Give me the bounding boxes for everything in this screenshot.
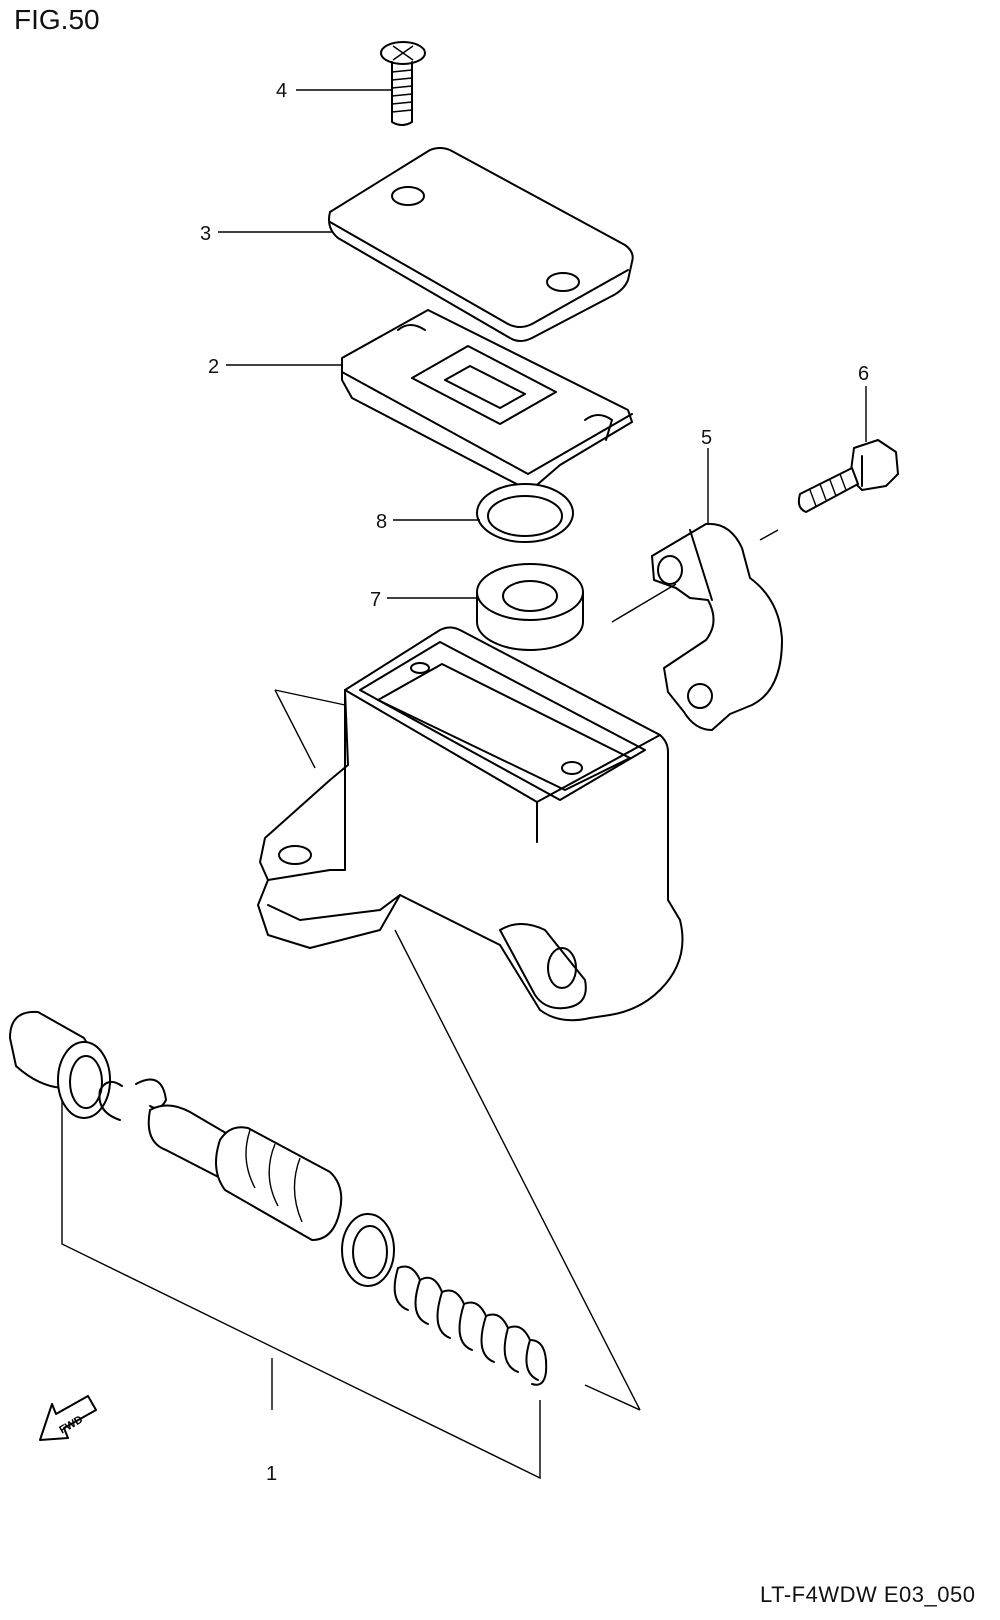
gasket-ring-part[interactable] bbox=[476, 483, 574, 543]
callout-8: 8 bbox=[376, 511, 387, 533]
callout-7: 7 bbox=[370, 589, 381, 611]
callout-labels: 4 3 2 8 7 5 6 1 bbox=[200, 80, 869, 1485]
seal-ring-part[interactable] bbox=[476, 563, 584, 651]
callout-4: 4 bbox=[276, 80, 287, 102]
diaphragm-plate-part[interactable] bbox=[341, 309, 633, 491]
figure-title: FIG.50 bbox=[14, 4, 100, 35]
forward-arrow-icon: FWD bbox=[39, 1395, 97, 1441]
callout-1: 1 bbox=[266, 1463, 277, 1485]
piston-kit-part[interactable] bbox=[9, 1010, 548, 1386]
callout-6: 6 bbox=[858, 363, 869, 385]
leader-lines bbox=[218, 89, 867, 599]
callout-2: 2 bbox=[208, 356, 219, 378]
clamp-bolt-part[interactable] bbox=[797, 439, 899, 513]
screw-part[interactable] bbox=[380, 41, 426, 126]
callout-3: 3 bbox=[200, 223, 211, 245]
reservoir-cap-part[interactable] bbox=[328, 147, 634, 342]
kit-outline bbox=[61, 1100, 541, 1480]
callout-5: 5 bbox=[701, 427, 712, 449]
holder-clamp-part[interactable] bbox=[651, 522, 783, 731]
diagram-code: LT-F4WDW E03_050 bbox=[760, 1582, 976, 1607]
master-cylinder-body bbox=[257, 626, 684, 1022]
guide-lines bbox=[274, 529, 779, 1411]
